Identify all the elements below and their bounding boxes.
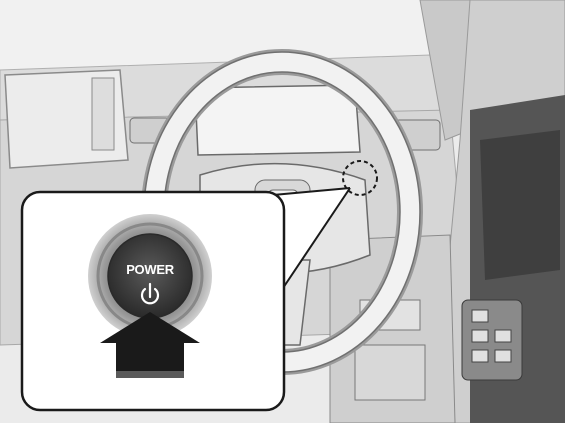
power-button-label: POWER [110,262,190,277]
